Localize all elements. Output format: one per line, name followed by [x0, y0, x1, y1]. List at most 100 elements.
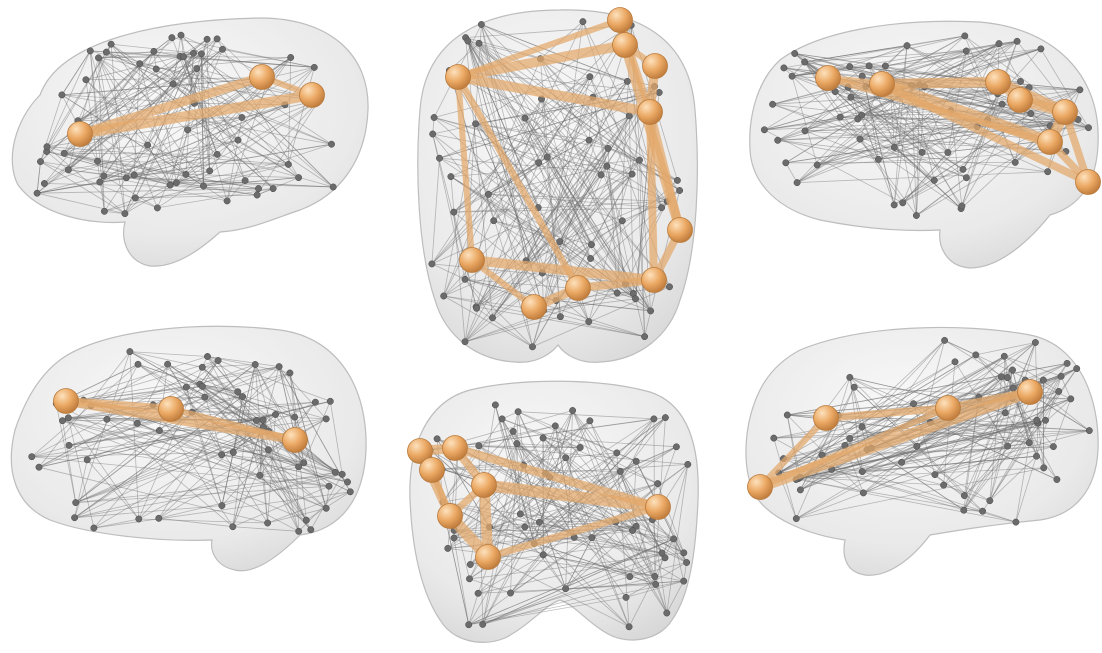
network-node	[323, 505, 329, 511]
network-node	[891, 202, 897, 208]
network-node	[156, 515, 162, 521]
network-node	[59, 418, 65, 424]
network-node	[1086, 427, 1092, 433]
network-node	[979, 508, 985, 514]
network-node	[587, 255, 593, 261]
network-node	[207, 168, 213, 174]
network-node	[910, 401, 916, 407]
network-node	[270, 185, 276, 191]
network-node	[580, 18, 586, 24]
network-node	[963, 175, 969, 181]
network-node	[295, 174, 301, 180]
network-node	[517, 511, 523, 517]
network-node	[860, 490, 866, 496]
hub-node	[566, 276, 591, 301]
network-node	[794, 179, 800, 185]
network-node	[998, 374, 1004, 380]
network-node	[1077, 87, 1083, 93]
network-node	[847, 374, 853, 380]
network-node	[295, 464, 301, 470]
network-node	[214, 36, 220, 42]
network-node	[219, 502, 225, 508]
brain-surface-left-lateral	[12, 18, 368, 266]
network-node	[441, 293, 447, 299]
network-node	[1054, 476, 1060, 482]
network-node	[431, 114, 437, 120]
network-node	[169, 34, 175, 40]
network-node	[204, 353, 210, 359]
network-node	[1026, 440, 1032, 446]
network-node	[448, 173, 454, 179]
hub-node	[300, 83, 325, 108]
network-node	[577, 444, 583, 450]
network-node	[797, 487, 803, 493]
network-node	[41, 180, 47, 186]
network-node	[83, 77, 89, 83]
network-node	[617, 468, 623, 474]
network-node	[783, 160, 789, 166]
network-node	[136, 516, 142, 522]
network-node	[562, 586, 568, 592]
network-node	[122, 210, 128, 216]
network-node	[224, 198, 230, 204]
network-node	[91, 525, 97, 531]
network-node	[94, 158, 100, 164]
network-node	[557, 238, 563, 244]
network-node	[619, 218, 625, 224]
network-node	[598, 172, 604, 178]
network-node	[851, 384, 857, 390]
network-node	[987, 498, 993, 504]
network-node	[137, 61, 143, 67]
hub-node	[613, 33, 638, 58]
network-node	[1032, 339, 1038, 345]
network-node	[658, 205, 664, 211]
network-node	[178, 32, 184, 38]
network-node	[473, 305, 479, 311]
network-node	[544, 154, 550, 160]
hub-node	[642, 268, 667, 293]
network-node	[674, 177, 680, 183]
network-node	[848, 94, 854, 100]
network-node	[34, 190, 40, 196]
hub-node	[1008, 88, 1033, 113]
network-node	[557, 314, 563, 320]
network-node	[36, 464, 42, 470]
network-node	[529, 344, 535, 350]
network-node	[214, 151, 220, 157]
network-node	[339, 471, 345, 477]
network-node	[1068, 396, 1074, 402]
network-node	[73, 499, 79, 505]
network-node	[164, 361, 170, 367]
network-node	[587, 418, 593, 424]
network-node	[1074, 365, 1080, 371]
network-node	[492, 402, 498, 408]
network-node	[327, 398, 333, 404]
network-node	[536, 519, 542, 525]
network-node	[95, 55, 101, 61]
network-node	[973, 352, 979, 358]
network-node	[676, 187, 682, 193]
network-node	[180, 54, 186, 60]
network-node	[61, 150, 67, 156]
network-node	[466, 576, 472, 582]
network-node	[904, 42, 910, 48]
network-node	[1034, 417, 1040, 423]
network-node	[655, 480, 661, 486]
hub-node	[816, 66, 841, 91]
network-node	[198, 51, 204, 57]
network-node	[127, 348, 133, 354]
network-node	[1014, 38, 1020, 44]
network-node	[540, 435, 546, 441]
network-node	[604, 163, 610, 169]
network-node	[202, 394, 208, 400]
network-node	[847, 63, 853, 69]
network-node	[859, 424, 865, 430]
network-node	[344, 479, 350, 485]
network-node	[1017, 78, 1023, 84]
network-node	[673, 444, 679, 450]
network-node	[659, 550, 665, 556]
network-node	[194, 65, 200, 71]
network-node	[328, 141, 334, 147]
network-node	[71, 515, 77, 521]
hub-node	[814, 406, 839, 431]
